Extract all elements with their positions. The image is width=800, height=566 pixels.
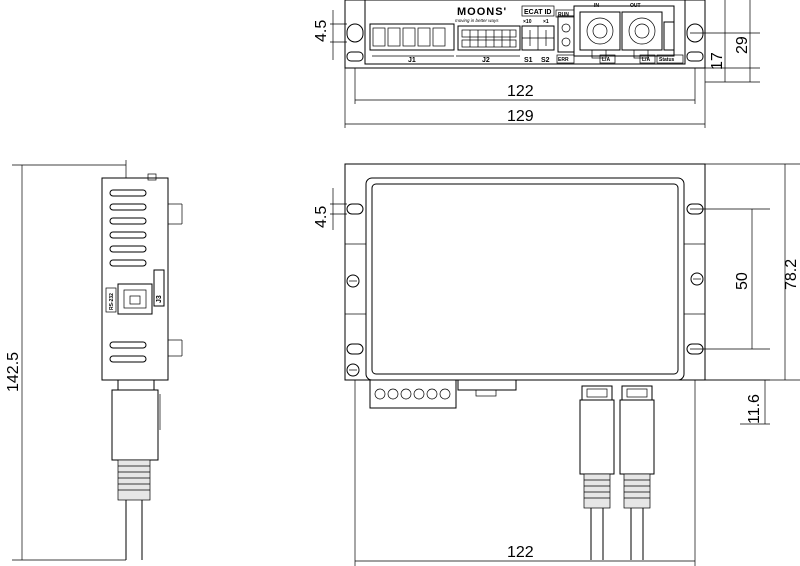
tagline-label: moving in better ways [455, 18, 499, 23]
front-slot-tl [346, 203, 364, 215]
top-left-slot [346, 23, 364, 43]
vent-slot [109, 203, 147, 211]
status-label: Status [659, 57, 675, 63]
top-view: MOONS' moving in better ways ECAT ID ×10… [313, 0, 760, 128]
ecat-id-box [521, 5, 555, 17]
vent-slot [109, 355, 147, 363]
rs232-label: RS-232 [109, 293, 115, 310]
front-cable-out [619, 385, 655, 560]
status-leds [557, 15, 575, 53]
j1-connector [369, 23, 455, 51]
brand-label: MOONS' [457, 6, 507, 18]
front-side-tab-right [683, 243, 706, 315]
front-j2-latch [475, 389, 497, 397]
dim-front-width: 122 [507, 544, 534, 561]
dim-top-width-outer: 129 [507, 108, 534, 125]
front-slot-bl [346, 343, 364, 355]
dim-front-hole: 4.5 [313, 206, 330, 228]
top-right-slot-small [686, 51, 704, 62]
vent-slot [109, 231, 147, 239]
dim-side-length: 142.5 [5, 352, 22, 392]
s2-label: S2 [541, 57, 550, 64]
vent-slot [109, 189, 147, 197]
top-body [364, 0, 686, 65]
front-body [365, 177, 685, 381]
x1-label: ×1 [543, 19, 549, 25]
front-j2-connector [457, 379, 517, 391]
out-label: OUT [630, 3, 641, 9]
front-screw-bottom-left [346, 363, 360, 377]
rotary-switches [521, 25, 555, 51]
front-j1-terminal [369, 379, 457, 409]
top-flange [344, 0, 706, 69]
x10-label: ×10 [523, 19, 532, 25]
run-box [555, 9, 575, 18]
vent-slot [109, 341, 147, 349]
err-box [556, 54, 575, 64]
front-view: 4.5 50 78.2 11.6 122 [313, 163, 800, 566]
top-left-slot-small [346, 51, 364, 62]
in-label: IN [594, 3, 599, 9]
vent-slot [109, 245, 147, 253]
err-label: ERR [558, 57, 569, 63]
ecat-id-label: ECAT ID [524, 9, 551, 16]
dim-top-height-small: 17 [709, 52, 726, 70]
j1-label: J1 [408, 57, 416, 64]
la2-label: L/A [642, 57, 650, 63]
j2-connector [457, 25, 521, 51]
dim-front-offset: 11.6 [746, 394, 763, 424]
side-cable [111, 379, 161, 560]
status-box [656, 54, 684, 64]
dim-front-hole-spacing: 50 [734, 272, 751, 290]
front-screw-right [690, 272, 704, 286]
front-side-tab-left [344, 243, 367, 315]
front-screw-left [346, 274, 360, 288]
dim-top-width-inner: 122 [507, 83, 534, 100]
vent-slot [109, 259, 147, 267]
la2-box [639, 54, 656, 64]
dim-front-height: 78.2 [783, 259, 800, 290]
run-label: RUN [558, 12, 569, 18]
side-top-tab [147, 173, 157, 181]
j2-label: J2 [482, 57, 490, 64]
front-flange [344, 163, 706, 381]
front-cable-in [579, 385, 615, 560]
la1-label: L/A [602, 57, 610, 63]
s1-label: S1 [524, 57, 533, 64]
la1-box [599, 54, 616, 64]
j3-label: J3 [156, 295, 163, 303]
dim-top-hole: 4.5 [313, 20, 330, 42]
front-panel [371, 183, 679, 375]
rs232-port: RS-232 J3 [105, 269, 165, 315]
ethercat-ports [573, 5, 675, 59]
dim-top-height: 29 [734, 36, 751, 54]
vent-slot [109, 217, 147, 225]
side-view: RS-232 J3 142.5 [5, 160, 183, 561]
